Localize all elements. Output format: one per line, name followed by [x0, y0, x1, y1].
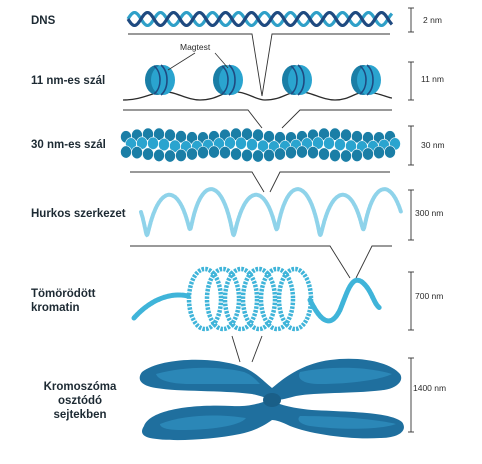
nucleosome: [351, 64, 381, 96]
magtest-label: Magtest: [180, 42, 211, 52]
eleven-nm-fiber: [122, 91, 393, 101]
dna-strand-dark: [126, 10, 394, 28]
zoom-lines-loops: [130, 245, 392, 279]
scale-1400nm: 1400 nm: [413, 383, 447, 393]
label-chromosome: Kromoszóma osztódó sejtekben: [43, 381, 117, 421]
label-30nm-fiber: 30 nm-es szál: [31, 138, 106, 152]
chromatin-coil: [186, 266, 224, 332]
scale-bars: [408, 7, 414, 433]
label-dna: DNS: [31, 14, 55, 28]
chromatin-coil: [258, 266, 296, 332]
label-loop-structure: Hurkos szerkezet: [31, 207, 126, 221]
zoom-lines-dna: [128, 33, 390, 97]
zoom-lines-condensed: [231, 335, 263, 363]
nucleosome: [213, 64, 243, 96]
chromatin-coil: [222, 266, 260, 332]
looped-domain: [139, 187, 403, 238]
zoom-lines-30nm: [130, 171, 390, 193]
dna-double-helix: [126, 10, 394, 28]
zoom-lines-11nm: [123, 109, 392, 129]
label-condensed-chromatin: Tömörödött kromatin: [31, 288, 96, 314]
dna-strand-light: [126, 10, 394, 28]
chromatin-coil: [240, 266, 278, 332]
chromatin-tail-right: [307, 277, 383, 324]
thirty-nm-fiber: [120, 127, 401, 163]
scale-300nm: 300 nm: [415, 208, 444, 218]
label-loop-text: Hurkos szerkezet: [31, 208, 126, 220]
label-30nm-text: 30 nm-es szál: [31, 139, 106, 151]
loop-fiber: [139, 187, 403, 238]
chromatin-tail-left: [131, 292, 191, 321]
label-dna-text: DNS: [31, 15, 56, 27]
mitotic-chromosome: [139, 358, 404, 441]
label-11nm-fiber: 11 nm-es szál: [31, 74, 105, 88]
nucleosome: [145, 64, 175, 96]
scale-2nm: 2 nm: [423, 15, 442, 25]
chromatin-coil: [204, 266, 242, 332]
scale-11nm: 11 nm: [421, 74, 444, 84]
nucleosome: [282, 64, 312, 96]
condensed-chromatin: [131, 266, 383, 332]
magtest-callout-lines: [167, 52, 229, 71]
scale-700nm: 700 nm: [415, 291, 444, 301]
label-11nm-text: 11 nm-es szál: [31, 75, 106, 87]
nucleosomes: [145, 64, 381, 96]
scale-30nm: 30 nm: [421, 140, 445, 150]
